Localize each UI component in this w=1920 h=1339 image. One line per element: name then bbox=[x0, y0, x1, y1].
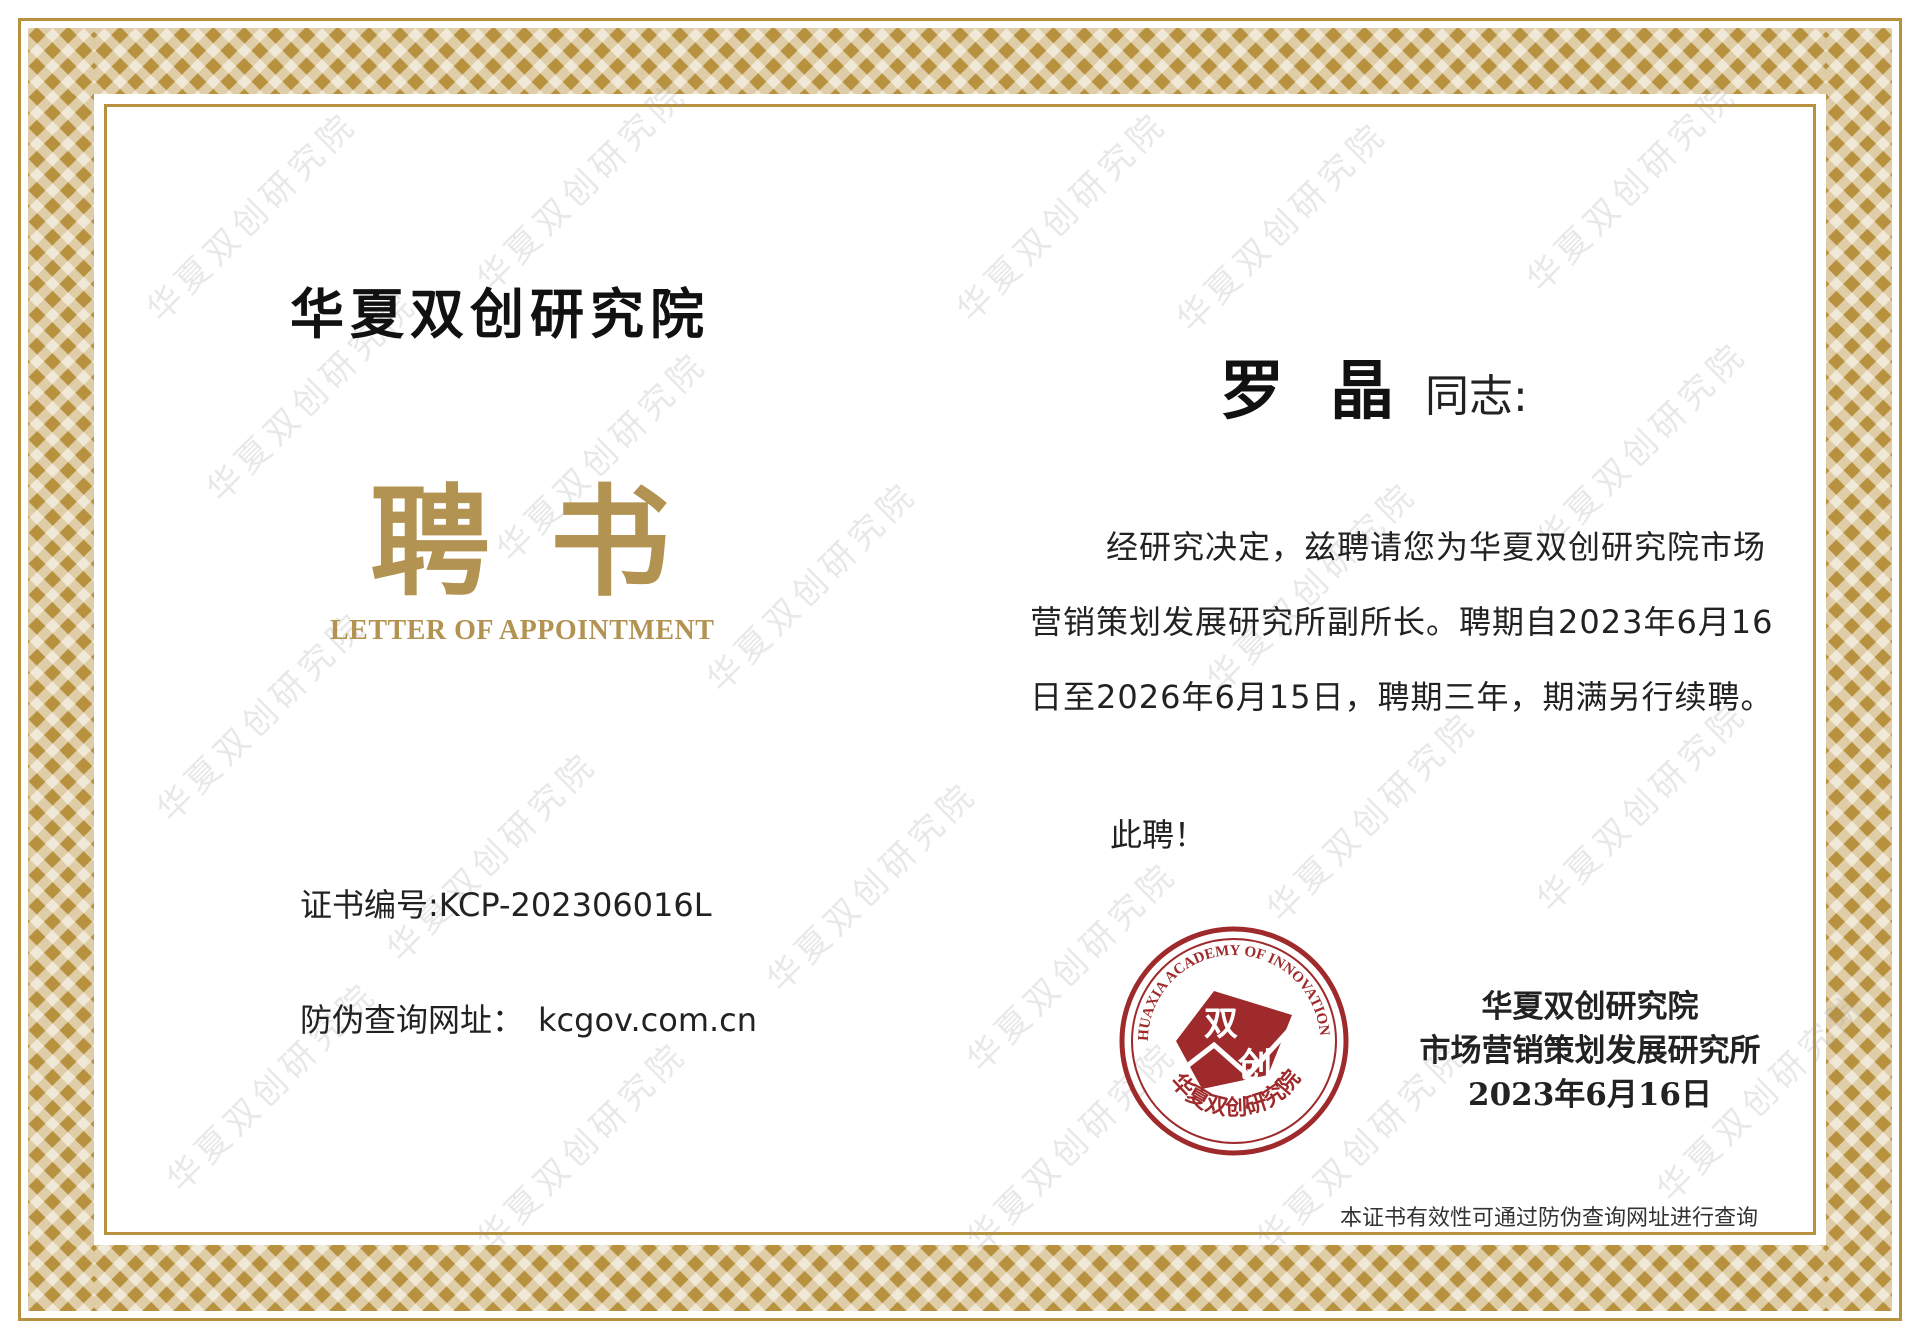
closing-text: 此聘！ bbox=[1110, 816, 1207, 854]
certificate-number: 证书编号:KCP-202306016L bbox=[300, 880, 712, 926]
certificate-title: 聘书 bbox=[370, 474, 730, 613]
verification-url: 防伪查询网址： kcgov.com.cn bbox=[300, 995, 757, 1041]
seal-outer-ring bbox=[1119, 926, 1349, 1156]
certificate-outer-border bbox=[18, 18, 1902, 1321]
official-seal: HUAXIA ACADEMY OF INNOVATION ENTREPRENEU… bbox=[1118, 925, 1349, 1156]
issuer-block: 华夏双创研究院 市场营销策划发展研究所 2023年6月16日 bbox=[1390, 985, 1790, 1117]
issue-date: 2023年6月16日 bbox=[1468, 1077, 1712, 1113]
institute-title: 华夏双创研究院 bbox=[290, 282, 710, 346]
seal-inner-ring bbox=[1131, 938, 1337, 1144]
certificate-number-label: 证书编号: bbox=[300, 886, 439, 924]
seal-center-bottom: 创 bbox=[1237, 1046, 1272, 1086]
certificate-subtitle: LETTER OF APPOINTMENT bbox=[330, 615, 715, 646]
seal-emblem bbox=[1176, 991, 1292, 1089]
verification-url-value: kcgov.com.cn bbox=[538, 1001, 758, 1039]
border-pattern bbox=[28, 28, 1892, 1311]
verification-url-label: 防伪查询网址： bbox=[300, 1001, 525, 1039]
appointment-text: 经研究决定，兹聘请您为华夏双创研究院市场营销策划发展研究所副所长。聘期自2023… bbox=[1030, 528, 1774, 716]
certificate-inner-border bbox=[104, 104, 1816, 1235]
issuer-institute: 华夏双创研究院 bbox=[1481, 989, 1699, 1025]
salutation: 同志: bbox=[1425, 371, 1528, 422]
recipient-name: 罗晶 bbox=[1220, 354, 1440, 429]
certificate-decorative-border bbox=[28, 28, 1892, 1311]
certificate-number-value: KCP-202306016L bbox=[438, 886, 712, 924]
seal-emblem-line bbox=[1176, 1027, 1292, 1079]
footer-note: 本证书有效性可通过防伪查询网址进行查询 bbox=[1340, 1206, 1759, 1231]
issuer-department: 市场营销策划发展研究所 bbox=[1419, 1033, 1761, 1069]
seal-center-top: 双 bbox=[1204, 1004, 1238, 1044]
